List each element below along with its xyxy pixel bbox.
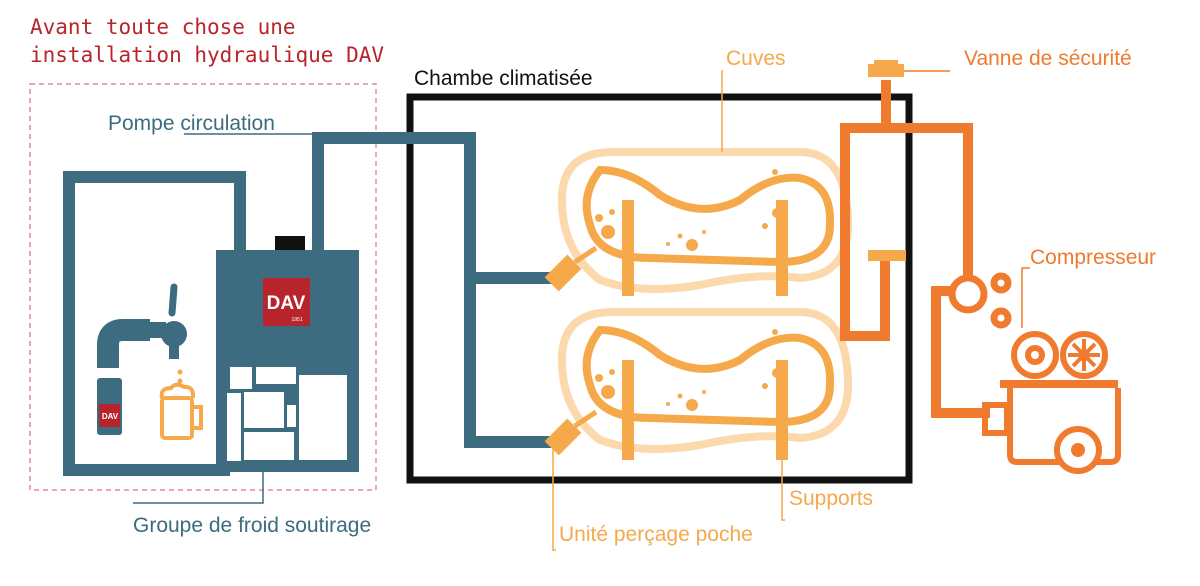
label-piercing: Unité perçage poche — [559, 523, 753, 546]
manifold-circles — [948, 272, 1012, 329]
label-supports: Supports — [789, 487, 873, 510]
pump-pipe-bottom — [464, 278, 555, 448]
tanks — [582, 165, 835, 427]
supports — [622, 200, 788, 460]
intro-line-2: installation hydraulique DAV — [30, 43, 384, 67]
safety-valve — [868, 64, 904, 77]
compressor-leader — [1021, 267, 1030, 328]
beer-mug-icon — [159, 369, 203, 440]
piercing-leader — [552, 446, 556, 551]
tap-logo: DAV — [102, 412, 119, 421]
unit-logo-sub: 1951 — [291, 317, 302, 323]
unit-logo-box — [263, 278, 310, 326]
supports-leader — [781, 455, 785, 521]
label-cold-group: Groupe de froid soutirage — [133, 514, 371, 537]
tank-bubbles — [595, 169, 782, 411]
unit-cap — [275, 236, 305, 252]
unit-panels — [227, 367, 347, 461]
climatised-chamber — [406, 93, 913, 484]
label-compressor: Compresseur — [1030, 246, 1156, 269]
label-pump: Pompe circulation — [108, 112, 275, 135]
unit-logo: DAV — [267, 293, 306, 314]
piercing-units — [544, 245, 598, 456]
compressor-icon — [982, 331, 1121, 474]
label-chamber: Chambe climatisée — [414, 67, 593, 90]
inner-valve — [868, 250, 906, 261]
pump-pipe-top — [312, 132, 555, 284]
safety-valve-cap — [874, 60, 898, 66]
air-pipes — [840, 80, 990, 418]
installation-area-border — [29, 83, 377, 491]
cold-loop-pipe — [63, 171, 246, 476]
beer-tap-icon: DAV — [97, 283, 187, 435]
label-tanks: Cuves — [726, 47, 786, 70]
intro-line-1: Avant toute chose une — [30, 15, 296, 39]
label-valve: Vanne de sécurité — [964, 47, 1132, 70]
